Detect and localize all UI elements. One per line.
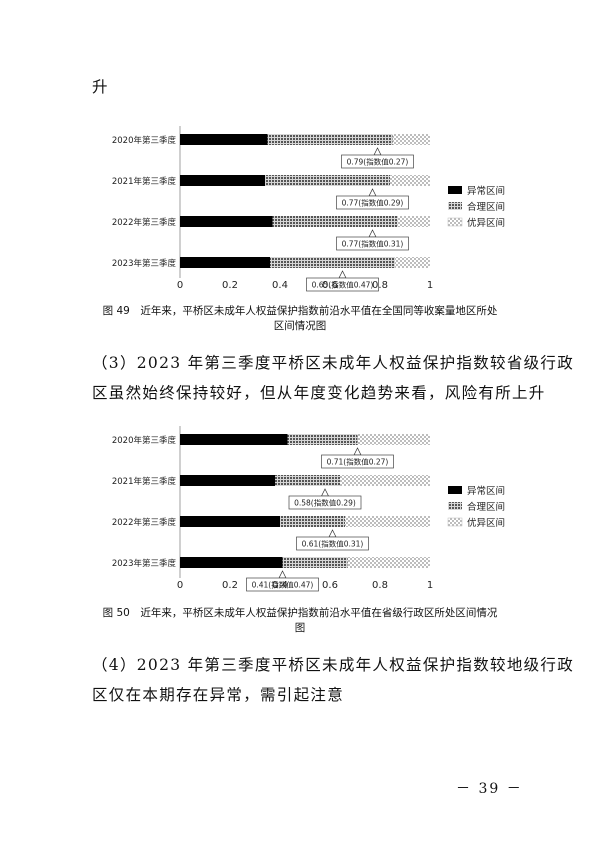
legend-swatch <box>448 186 462 194</box>
figure-50-caption: 图 50 近年来，平桥区未成年人权益保护指数前沿水平值在省级行政区所处区间情况 … <box>0 606 600 636</box>
marker-triangle <box>368 229 377 238</box>
bar-segment <box>275 475 340 486</box>
annotation-label: 0.79(指数值0.27) <box>347 157 409 167</box>
marker-triangle <box>338 270 347 279</box>
bar-segment <box>180 257 270 268</box>
bar-segment <box>272 216 398 227</box>
legend-label: 优异区间 <box>467 217 505 229</box>
annotation-label: 0.61(指数值0.31) <box>302 539 364 549</box>
annotation-box <box>306 277 379 292</box>
text-fragment: 升 <box>92 78 109 96</box>
x-tick-label: 0.6 <box>322 280 338 291</box>
x-tick-label: 0 <box>177 580 183 591</box>
bar-segment <box>180 516 280 527</box>
bar-segment <box>180 216 273 227</box>
category-label: 2022年第三季度 <box>112 217 177 228</box>
legend-label: 异常区间 <box>467 485 505 497</box>
caption-line: 图 50 近年来，平桥区未成年人权益保护指数前沿水平值在省级行政区所处区间情况 <box>102 607 498 619</box>
x-tick-label: 0 <box>177 280 183 291</box>
bar-segment <box>180 434 288 445</box>
x-tick-label: 1 <box>427 280 433 291</box>
legend-label: 合理区间 <box>467 501 505 513</box>
x-tick-label: 0.4 <box>272 580 288 591</box>
x-tick-label: 0.2 <box>222 580 238 591</box>
caption-line: 图 <box>294 622 306 634</box>
bar-segment <box>180 557 283 568</box>
annotation-label: 0.77(指数值0.29) <box>342 198 404 208</box>
legend-swatch <box>447 217 463 227</box>
annotation-label: 0.77(指数值0.31) <box>342 239 404 249</box>
category-label: 2020年第三季度 <box>112 435 177 446</box>
bar-segment <box>397 216 430 227</box>
bar-segment <box>287 434 358 445</box>
legend-label: 优异区间 <box>467 517 505 529</box>
legend-label: 合理区间 <box>467 201 505 213</box>
x-tick-label: 0.8 <box>372 280 388 291</box>
category-label: 2021年第三季度 <box>112 476 177 487</box>
bar-segment <box>347 557 430 568</box>
annotation-box <box>341 154 414 169</box>
annotation-box <box>288 495 362 510</box>
bar-segment <box>267 134 393 145</box>
annotation-box <box>296 536 369 551</box>
legend-swatch <box>448 486 462 494</box>
category-label: 2021年第三季度 <box>112 176 177 187</box>
figure-49-caption: 图 49 近年来，平桥区未成年人权益保护指数前沿水平值在全国同等收案量地区所处 … <box>0 304 600 334</box>
annotation-label: 0.58(指数值0.29) <box>294 498 356 508</box>
x-tick-label: 0.2 <box>222 280 238 291</box>
annotation-box <box>336 195 409 210</box>
legend-swatch <box>448 502 462 510</box>
caption-line: 区间情况图 <box>273 320 327 332</box>
marker-triangle <box>320 488 330 497</box>
category-label: 2022年第三季度 <box>112 517 177 528</box>
bar-segment <box>392 134 430 145</box>
bar-segment <box>180 175 265 186</box>
marker-triangle <box>353 447 362 456</box>
annotation-label: 0.71(指数值0.27) <box>327 457 389 467</box>
legend-swatch <box>448 202 462 210</box>
bar-segment <box>270 257 395 268</box>
annotation-box <box>321 454 394 469</box>
bar-segment <box>345 516 430 527</box>
annotation-label: 0.65(指数值0.47) <box>312 280 374 290</box>
bar-segment <box>282 557 348 568</box>
bar-segment <box>357 434 430 445</box>
legend-swatch <box>447 517 463 527</box>
caption-line: 图 49 近年来，平桥区未成年人权益保护指数前沿水平值在全国同等收案量地区所处 <box>102 305 498 317</box>
bar-segment <box>280 516 345 527</box>
x-tick-label: 1 <box>427 580 433 591</box>
marker-triangle <box>368 188 377 197</box>
bar-segment <box>180 475 275 486</box>
chart-figure-50: 2020年第三季度 0.71(指数值0.27) 2021年第三季度 0.58(指数值0… <box>112 426 505 592</box>
bar-segment <box>390 175 430 186</box>
category-label: 2023年第三季度 <box>112 258 177 269</box>
x-tick-label: 0.4 <box>272 280 288 291</box>
annotation-box <box>246 577 319 592</box>
category-label: 2020年第三季度 <box>112 135 177 146</box>
marker-triangle <box>278 570 287 579</box>
paragraph-3-line-1: （3）2023 年第三季度平桥区未成年人权益保护指数较省级行政 <box>92 354 575 372</box>
annotation-box <box>336 236 409 251</box>
bar-segment <box>180 134 268 145</box>
bar-segment <box>340 475 430 486</box>
paragraph-3-line-2: 区虽然始终保持较好，但从年度变化趋势来看，风险有所上升 <box>92 384 546 402</box>
x-tick-label: 0.8 <box>372 580 388 591</box>
bar-segment <box>395 257 430 268</box>
marker-triangle <box>328 529 337 538</box>
paragraph-4-line-2: 区仅在本期存在异常，需引起注意 <box>92 686 345 704</box>
marker-triangle <box>373 147 382 156</box>
x-tick-label: 0.6 <box>322 580 338 591</box>
page-number: － 39 － <box>456 781 523 797</box>
legend-label: 异常区间 <box>467 185 505 197</box>
bar-segment <box>265 175 390 186</box>
annotation-label: 0.41(指数值0.47) <box>252 580 314 590</box>
paragraph-4-line-1: （4）2023 年第三季度平桥区未成年人权益保护指数较地级行政 <box>92 656 575 674</box>
category-label: 2023年第三季度 <box>112 558 177 569</box>
chart-figure-49: 2020年第三季度 0.79(指数值0.27) 2021年第三季度 0.77(指数值0… <box>112 126 505 292</box>
